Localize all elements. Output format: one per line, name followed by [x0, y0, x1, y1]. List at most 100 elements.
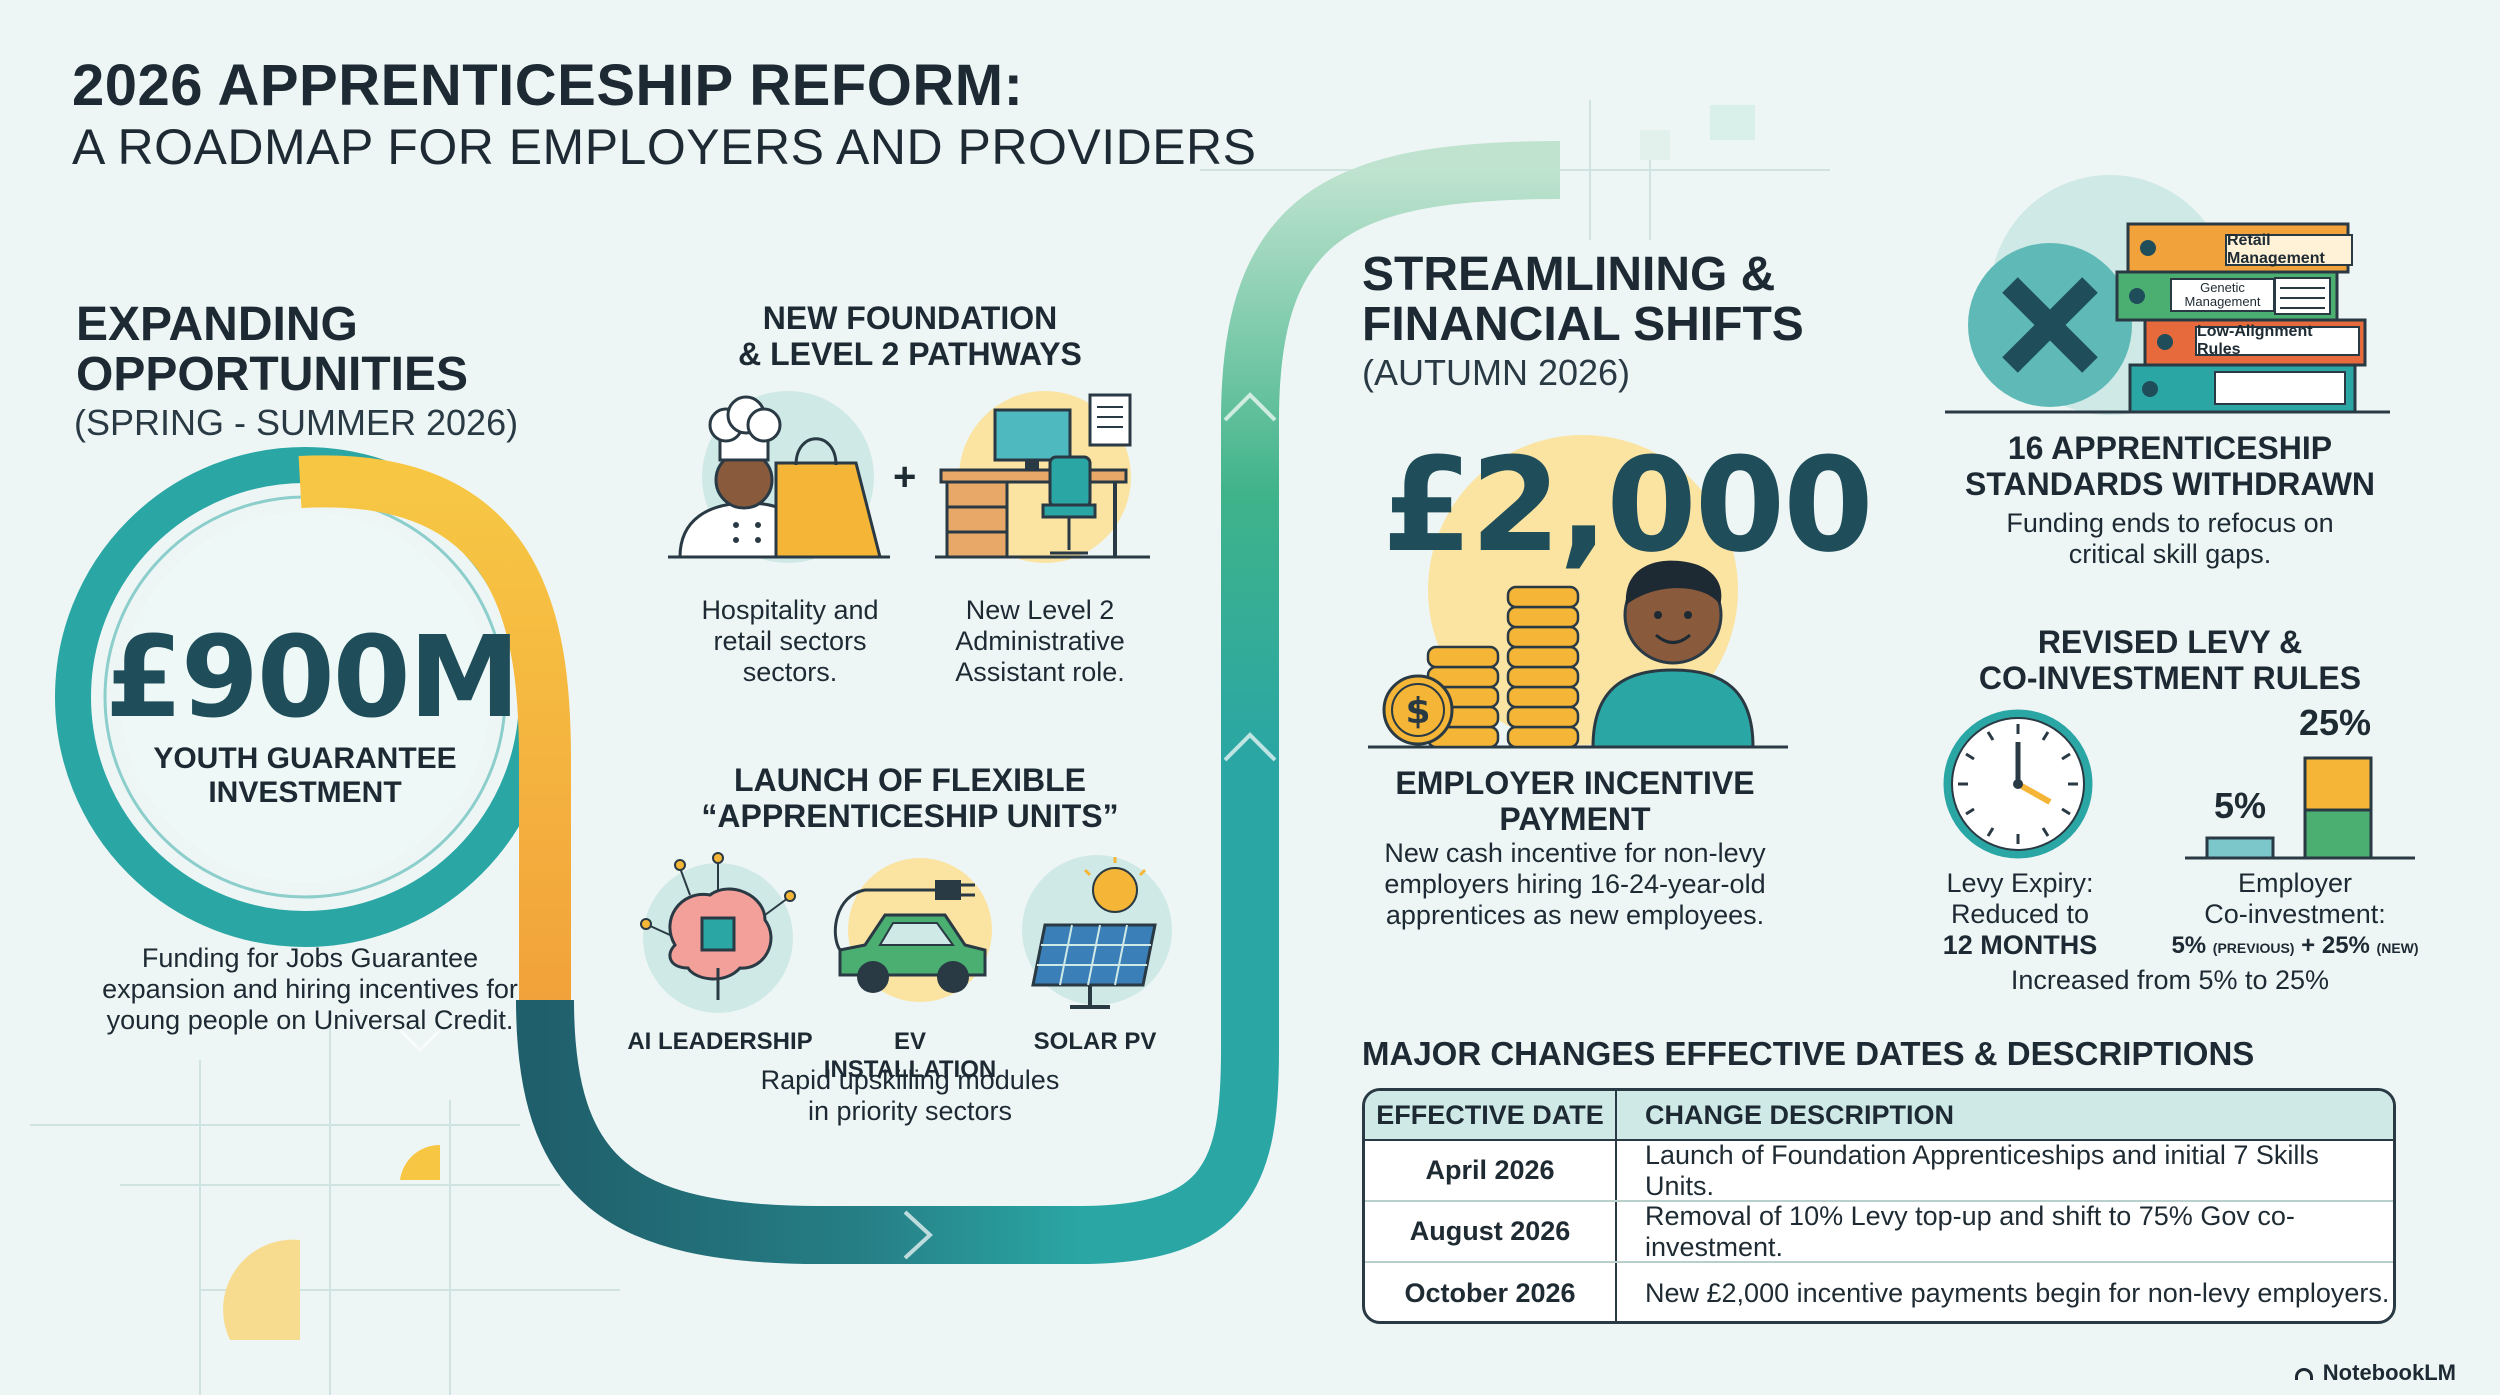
notebook-logo-icon	[2294, 1368, 2313, 1381]
incentive-amount: £2,000	[1382, 429, 1874, 581]
unit-label-ev-installation: EV INSTALLATION	[823, 1028, 997, 1083]
pathways-right-line3: Assistant role.	[955, 657, 1125, 687]
youth-investment-label: YOUTH GUARANTEE INVESTMENT	[105, 742, 505, 810]
expanding-title-line1: EXPANDING	[76, 298, 358, 351]
pathways-admin-text: New Level 2 Administrative Assistant rol…	[915, 595, 1165, 688]
expanding-desc-line2: expansion and hiring incentives for	[102, 974, 518, 1004]
table-header-row: EFFECTIVE DATE CHANGE DESCRIPTION	[1365, 1091, 2393, 1141]
table-cell-date: August 2026	[1365, 1202, 1617, 1261]
co-investment-increase: Increased from 5% to 25%	[2010, 965, 2330, 995]
co-investment-new-label: 25%	[2298, 702, 2372, 743]
withdrawn-title-line1: 16 APPRENTICESHIP	[2007, 430, 2333, 466]
pathways-right-line2: Administrative	[955, 626, 1125, 656]
incentive-title-line1: EMPLOYER INCENTIVE	[1395, 765, 1755, 801]
pathways-left-line3: sectors.	[742, 657, 838, 687]
table-cell-description: New £2,000 incentive payments begin for …	[1645, 1278, 2390, 1308]
units-title-line2: “APPRENTICESHIP UNITS”	[701, 798, 1119, 834]
unit-label-ai-leadership: AI LEADERSHIP	[627, 1028, 813, 1055]
units-desc-line2: in priority sectors	[807, 1096, 1013, 1126]
levy-title-line1: REVISED LEVY &	[2037, 624, 2303, 660]
book-label-retail: Retail Management	[2225, 232, 2353, 267]
solar-panel-icon	[1022, 855, 1172, 1009]
table-cell-date: April 2026	[1365, 1141, 1617, 1200]
table-cell-date: October 2026	[1365, 1263, 1617, 1321]
streamlining-title-line1: STREAMLINING &	[1362, 248, 1776, 301]
bar-new-base	[2303, 808, 2373, 860]
expanding-period: (SPRING - SUMMER 2026)	[74, 402, 519, 443]
co-prev-tag: (PREVIOUS)	[2212, 940, 2295, 956]
withdrawn-title: 16 APPRENTICESHIP STANDARDS WITHDRAWN	[1930, 430, 2410, 502]
expanding-desc-line3: young people on Universal Credit.	[106, 1005, 514, 1035]
incentive-desc-line3: apprentices as new employees.	[1385, 900, 1765, 930]
co-investment-detail: 5% (PREVIOUS) + 25% (NEW)	[2150, 930, 2440, 964]
brand-name: NotebookLM	[2322, 1360, 2456, 1385]
co-prev-value: 5%	[2171, 932, 2207, 959]
withdrawn-desc-line1: Funding ends to refocus on	[2006, 508, 2334, 538]
incentive-title: EMPLOYER INCENTIVE PAYMENT	[1370, 765, 1780, 837]
units-title-line1: LAUNCH OF FLEXIBLE	[734, 762, 1086, 798]
bar-new-increase	[2303, 756, 2373, 812]
expanding-description: Funding for Jobs Guarantee expansion and…	[70, 943, 550, 1036]
incentive-description: New cash incentive for non-levy employer…	[1360, 838, 1790, 931]
incentive-title-line2: PAYMENT	[1499, 801, 1651, 837]
page-title: 2026 APPRENTICESHIP REFORM:	[72, 53, 1024, 118]
co-new-tag: (NEW)	[2376, 940, 2419, 956]
pathways-title-line2: & LEVEL 2 PATHWAYS	[738, 336, 1082, 372]
levy-expiry-line1: Levy Expiry:	[1946, 868, 2094, 898]
pathways-title-line1: NEW FOUNDATION	[762, 300, 1058, 336]
pathways-title: NEW FOUNDATION & LEVEL 2 PATHWAYS	[660, 300, 1160, 372]
incentive-desc-line2: employers hiring 16-24-year-old	[1384, 869, 1766, 899]
withdrawn-title-line2: STANDARDS WITHDRAWN	[1964, 466, 2376, 502]
table-header-description: CHANGE DESCRIPTION	[1645, 1099, 1955, 1130]
table-header-date: EFFECTIVE DATE	[1365, 1091, 1617, 1139]
table-row: October 2026 New £2,000 incentive paymen…	[1365, 1263, 2393, 1321]
streamlining-title-line2: FINANCIAL SHIFTS	[1362, 298, 1804, 351]
brand-label: NotebookLM	[2294, 1360, 2456, 1386]
plus-sign: +	[893, 455, 917, 499]
co-new-value: + 25%	[2301, 932, 2370, 959]
youth-investment-amount: £900M	[105, 613, 520, 743]
clock-icon	[1943, 709, 2093, 859]
bar-previous	[2205, 836, 2275, 860]
incentive-desc-line1: New cash incentive for non-levy	[1384, 838, 1766, 868]
chef-shopping-bag-icon	[668, 391, 890, 563]
co-investment-text: Employer Co-investment: 5% (PREVIOUS) + …	[2150, 868, 2440, 964]
youth-label-line1: YOUTH GUARANTEE	[153, 742, 457, 775]
units-title: LAUNCH OF FLEXIBLE “APPRENTICESHIP UNITS…	[620, 762, 1200, 834]
table-cell-description: Launch of Foundation Apprenticeships and…	[1645, 1139, 2319, 1201]
co-investment-chart	[2185, 756, 2415, 860]
levy-title: REVISED LEVY & CO-INVESTMENT RULES	[1930, 624, 2410, 696]
book-label-genetic: Genetic Management	[2170, 278, 2275, 312]
withdrawn-description: Funding ends to refocus on critical skil…	[1930, 508, 2410, 570]
pathways-right-line1: New Level 2	[965, 595, 1115, 625]
expanding-title-line2: OPPORTUNITIES	[76, 348, 469, 401]
table-row: April 2026 Launch of Foundation Apprenti…	[1365, 1139, 2393, 1202]
youth-label-line2: INVESTMENT	[208, 776, 402, 809]
levy-expiry-text: Levy Expiry: Reduced to 12 MONTHS	[1910, 868, 2130, 961]
brain-chip-icon	[640, 852, 796, 1013]
office-desk-icon	[935, 391, 1150, 563]
book-label-alignment: Low-Alignment Rules	[2195, 323, 2360, 358]
co-investment-line1: Employer	[2237, 868, 2353, 898]
svg-text:$: $	[1405, 691, 1430, 732]
incentive-illustration: $	[1368, 435, 1788, 749]
streamlining-period: (AUTUMN 2026)	[1362, 352, 1631, 393]
levy-expiry-line3: 12 MONTHS	[1942, 930, 2098, 960]
expanding-title: EXPANDING OPPORTUNITIES	[76, 300, 468, 400]
table-cell-description: Removal of 10% Levy top-up and shift to …	[1645, 1200, 2295, 1262]
co-investment-prev-label: 5%	[2213, 785, 2267, 826]
levy-expiry-line2: Reduced to	[1950, 899, 2090, 929]
withdrawn-desc-line2: critical skill gaps.	[2068, 539, 2272, 569]
levy-title-line2: CO-INVESTMENT RULES	[1978, 660, 2362, 696]
pathways-left-line1: Hospitality and	[701, 595, 879, 625]
pathways-hospitality-text: Hospitality and retail sectors sectors.	[660, 595, 920, 688]
units-desc-line1: Rapid upskilling modules	[760, 1065, 1060, 1095]
changes-table: EFFECTIVE DATE CHANGE DESCRIPTION April …	[1362, 1088, 2396, 1324]
page-subtitle: A ROADMAP FOR EMPLOYERS AND PROVIDERS	[72, 119, 1257, 175]
withdrawn-books-illustration	[1945, 175, 2390, 415]
units-description: Rapid upskilling modules in priority sec…	[700, 1065, 1120, 1127]
pathways-left-line2: retail sectors	[713, 626, 867, 656]
expanding-desc-line1: Funding for Jobs Guarantee	[141, 943, 479, 973]
co-investment-line2: Co-investment:	[2204, 899, 2386, 929]
